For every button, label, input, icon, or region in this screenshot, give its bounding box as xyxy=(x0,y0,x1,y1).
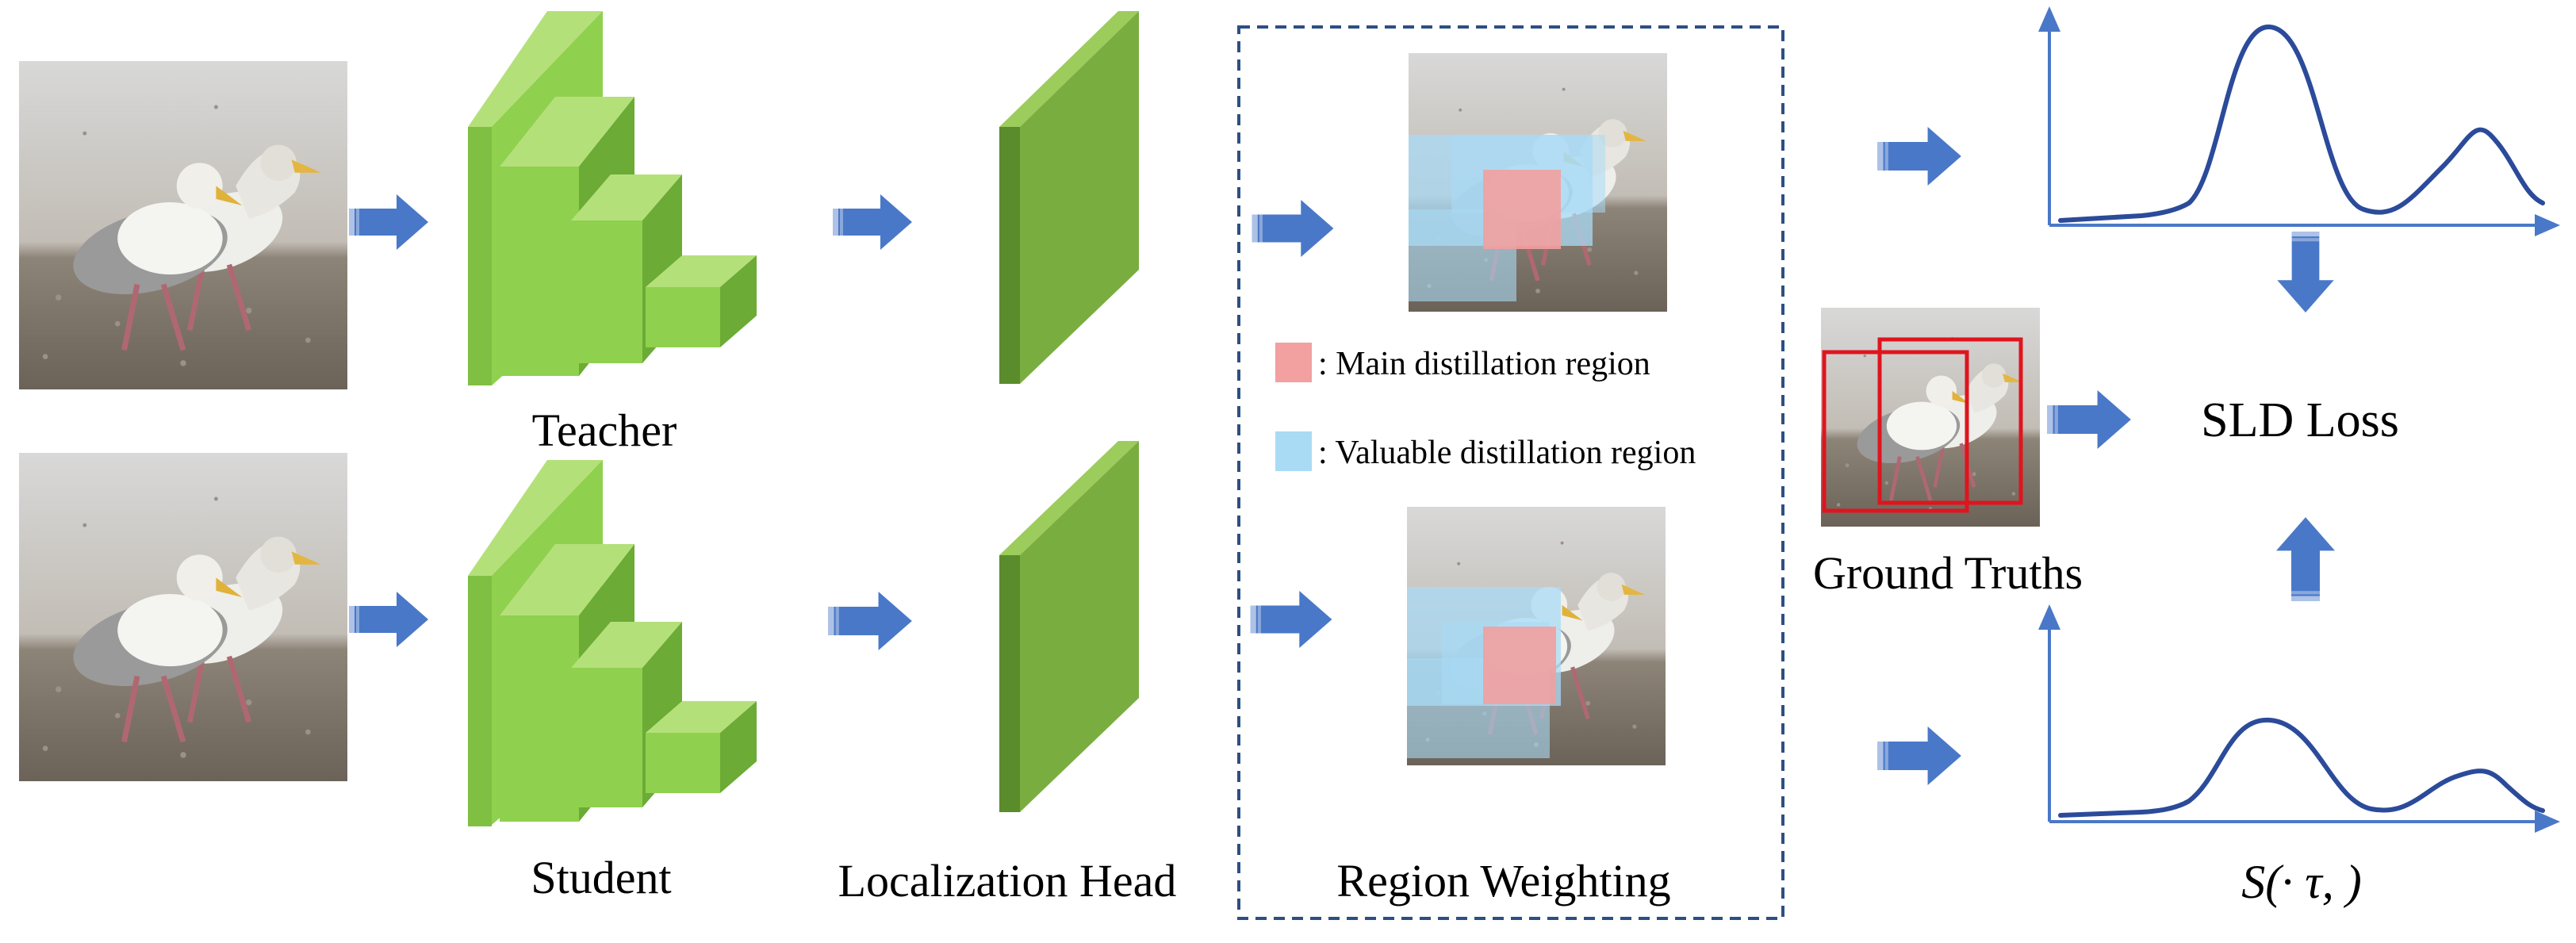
arrow-icon xyxy=(833,194,912,250)
student-input-image xyxy=(19,453,347,781)
arrow-icon xyxy=(349,592,428,647)
teacher-network xyxy=(468,11,757,385)
ground-truths-label: Ground Truths xyxy=(1813,547,2083,599)
region-weighting-label: Region Weighting xyxy=(1336,855,1670,907)
valuable-region-swatch xyxy=(1275,431,1312,471)
student-region-map xyxy=(1407,507,1666,765)
teacher-localization-head xyxy=(999,11,1139,384)
arrow-up-icon xyxy=(2276,517,2335,601)
student-localization-head xyxy=(999,441,1139,812)
teacher-label: Teacher xyxy=(532,404,677,456)
teacher-input-image xyxy=(19,61,347,389)
ground-truth-image xyxy=(1821,308,2040,527)
arrow-down-icon xyxy=(2277,232,2334,312)
teacher-distribution-curve xyxy=(2058,24,2545,223)
teacher-distribution-plot xyxy=(2038,6,2560,236)
valuable-region-legend: : Valuable distillation region xyxy=(1318,435,1696,471)
arrow-icon xyxy=(1252,200,1334,257)
arrow-icon xyxy=(349,194,428,250)
student-distribution-curve xyxy=(2058,717,2545,818)
main-region-swatch xyxy=(1275,343,1312,382)
main-region-legend: : Main distillation region xyxy=(1318,346,1650,382)
region-weighting-box xyxy=(1237,25,1784,920)
arrow-icon xyxy=(1250,591,1332,648)
student-label: Student xyxy=(531,852,671,903)
student-network xyxy=(468,460,757,826)
localization-head-label: Localization Head xyxy=(838,855,1177,907)
arrow-icon xyxy=(828,592,912,650)
student-distribution-plot xyxy=(2038,604,2560,833)
arrow-icon xyxy=(2047,390,2131,449)
arrow-icon xyxy=(1877,726,1961,785)
arrow-icon xyxy=(1877,127,1961,186)
score-function-label: S(· τ, ) xyxy=(2241,856,2361,908)
teacher-region-map xyxy=(1409,53,1667,312)
sld-loss-label: SLD Loss xyxy=(2201,393,2399,447)
